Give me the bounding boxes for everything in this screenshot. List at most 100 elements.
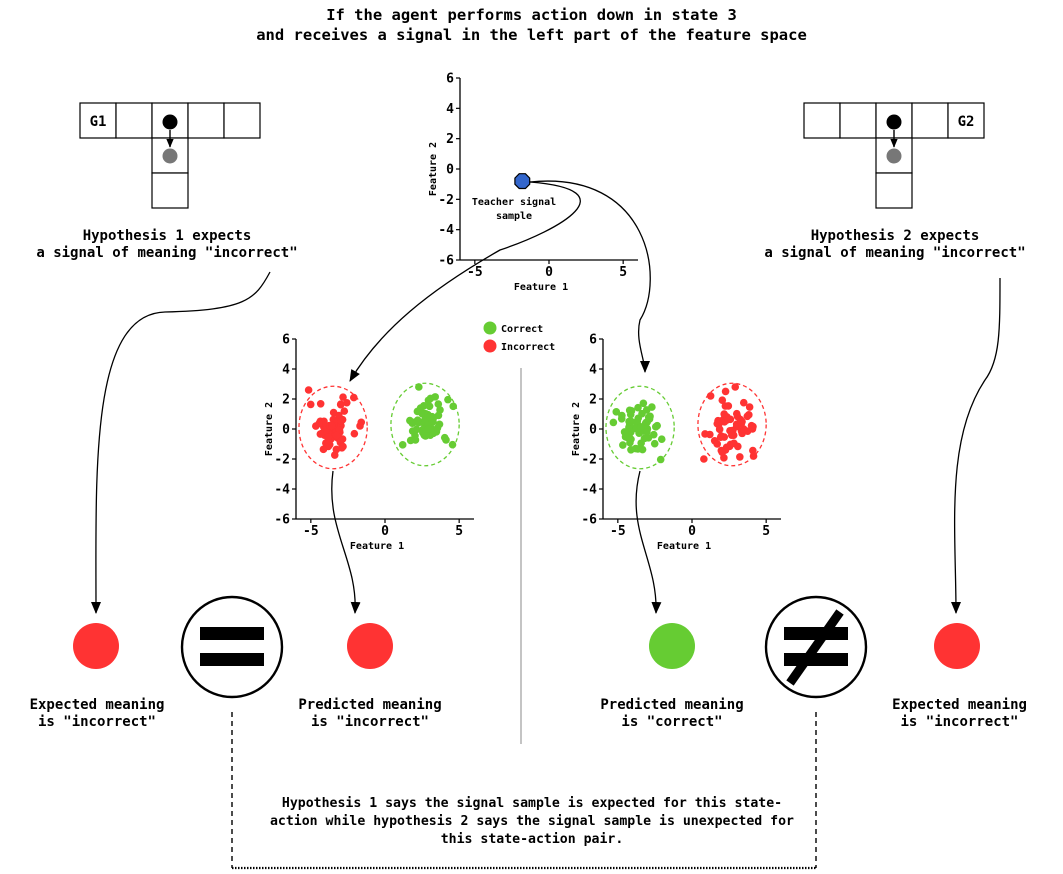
- data-point-correct: [425, 402, 434, 411]
- x-tick-label: 0: [688, 524, 696, 539]
- data-point-correct: [623, 433, 632, 442]
- data-point-incorrect: [749, 446, 757, 455]
- data-point-incorrect: [316, 430, 325, 438]
- y-tick-label: 4: [446, 102, 454, 117]
- data-point-correct: [650, 439, 659, 448]
- hypothesis-1-line-1: Hypothesis 1 expects: [82, 228, 252, 244]
- data-point-correct: [644, 413, 653, 422]
- x-tick-label: 0: [545, 265, 553, 280]
- data-point-incorrect: [304, 386, 313, 394]
- comparison-bracket: [231, 712, 817, 870]
- data-point-incorrect: [737, 419, 746, 428]
- data-point-correct: [449, 402, 458, 411]
- y-tick-label: 4: [589, 363, 597, 378]
- data-point-incorrect: [713, 440, 722, 448]
- y-tick-label: 2: [446, 132, 454, 147]
- arrow-cluster-to-predicted-2: [635, 470, 662, 614]
- data-point-incorrect: [339, 442, 347, 451]
- y-tick-label: 2: [282, 393, 290, 408]
- data-point-correct: [418, 410, 427, 418]
- data-point-incorrect: [743, 412, 752, 421]
- y-tick-label: -2: [274, 453, 290, 468]
- data-point-incorrect: [339, 393, 347, 401]
- data-point-correct: [634, 445, 642, 453]
- y-tick-label: -6: [581, 513, 597, 528]
- data-point-incorrect: [328, 421, 336, 430]
- maze-cell: [947, 102, 985, 139]
- data-point-incorrect: [745, 403, 754, 411]
- x-tick-label: -5: [467, 265, 483, 280]
- x-tick-label: -5: [610, 524, 626, 539]
- data-point-incorrect: [715, 425, 724, 434]
- y-tick-label: -6: [274, 513, 290, 528]
- hypothesis-1-line-2: a signal of meaning "incorrect": [36, 245, 298, 261]
- data-point-correct: [619, 441, 627, 449]
- y-tick-label: 6: [446, 72, 454, 87]
- data-point-incorrect: [731, 383, 740, 391]
- x-tick-label: -5: [303, 524, 319, 539]
- data-point-correct: [424, 424, 433, 433]
- maze-cell: [151, 172, 189, 209]
- data-point-incorrect: [342, 398, 351, 407]
- goal-label-g2: G2: [958, 114, 975, 130]
- arrow-sample-to-hyp2: [529, 180, 651, 373]
- data-point-incorrect: [337, 417, 345, 426]
- data-point-incorrect: [718, 396, 727, 405]
- y-tick-label: 6: [589, 333, 597, 348]
- expected-meaning-1-line-1: Expected meaning: [29, 697, 165, 713]
- predicted-meaning-1-dot: [347, 623, 393, 669]
- data-point-correct: [415, 383, 423, 391]
- data-point-correct: [648, 403, 656, 411]
- teacher-sample-label-line-1: Teacher signal: [472, 196, 556, 208]
- goal-label-g1: G1: [90, 114, 107, 130]
- data-point-incorrect: [734, 442, 742, 451]
- data-point-incorrect: [315, 419, 323, 428]
- cluster-boundary-incorrect: [298, 385, 368, 470]
- data-point-correct: [633, 417, 642, 425]
- data-point-correct: [425, 412, 434, 421]
- expected-meaning-1-line-2: is "incorrect": [37, 714, 156, 730]
- maze-cell: [803, 102, 841, 139]
- y-tick-label: 0: [589, 423, 597, 438]
- data-point-correct: [620, 428, 629, 436]
- data-point-incorrect: [350, 429, 359, 438]
- x-tick-label: 5: [455, 524, 463, 539]
- maze-cell: [223, 102, 261, 139]
- data-point-correct: [416, 404, 425, 412]
- agent-icon: [162, 114, 178, 130]
- y-tick-label: -6: [438, 254, 454, 269]
- expected-meaning-1-dot: [73, 623, 119, 669]
- predicted-meaning-1-line-2: is "incorrect": [310, 714, 429, 730]
- data-point-incorrect: [324, 433, 333, 441]
- data-point-correct: [640, 434, 649, 443]
- data-point-incorrect: [724, 402, 733, 410]
- y-tick-label: -4: [274, 483, 290, 498]
- data-point-correct: [398, 441, 407, 449]
- data-point-correct: [448, 440, 457, 449]
- data-point-correct: [657, 435, 666, 443]
- data-point-incorrect: [316, 399, 325, 408]
- data-point-incorrect: [329, 408, 338, 417]
- arrow-hyp2-to-expected: [950, 277, 1001, 614]
- predicted-meaning-1-line-1: Predicted meaning: [298, 697, 442, 713]
- next-state-icon: [162, 148, 178, 164]
- data-point-incorrect: [336, 400, 345, 408]
- x-axis-label: Feature 1: [514, 282, 568, 293]
- data-point-incorrect: [727, 431, 736, 440]
- next-state-icon: [886, 148, 902, 164]
- data-point-incorrect: [739, 398, 748, 407]
- maze-cell: [79, 102, 117, 139]
- arrow-cluster-to-predicted-1: [331, 470, 361, 614]
- data-point-correct: [609, 418, 618, 427]
- y-tick-label: 2: [589, 393, 597, 408]
- maze-cell: [115, 102, 153, 139]
- data-point-correct: [627, 407, 636, 415]
- y-axis-label: Feature 2: [428, 142, 439, 196]
